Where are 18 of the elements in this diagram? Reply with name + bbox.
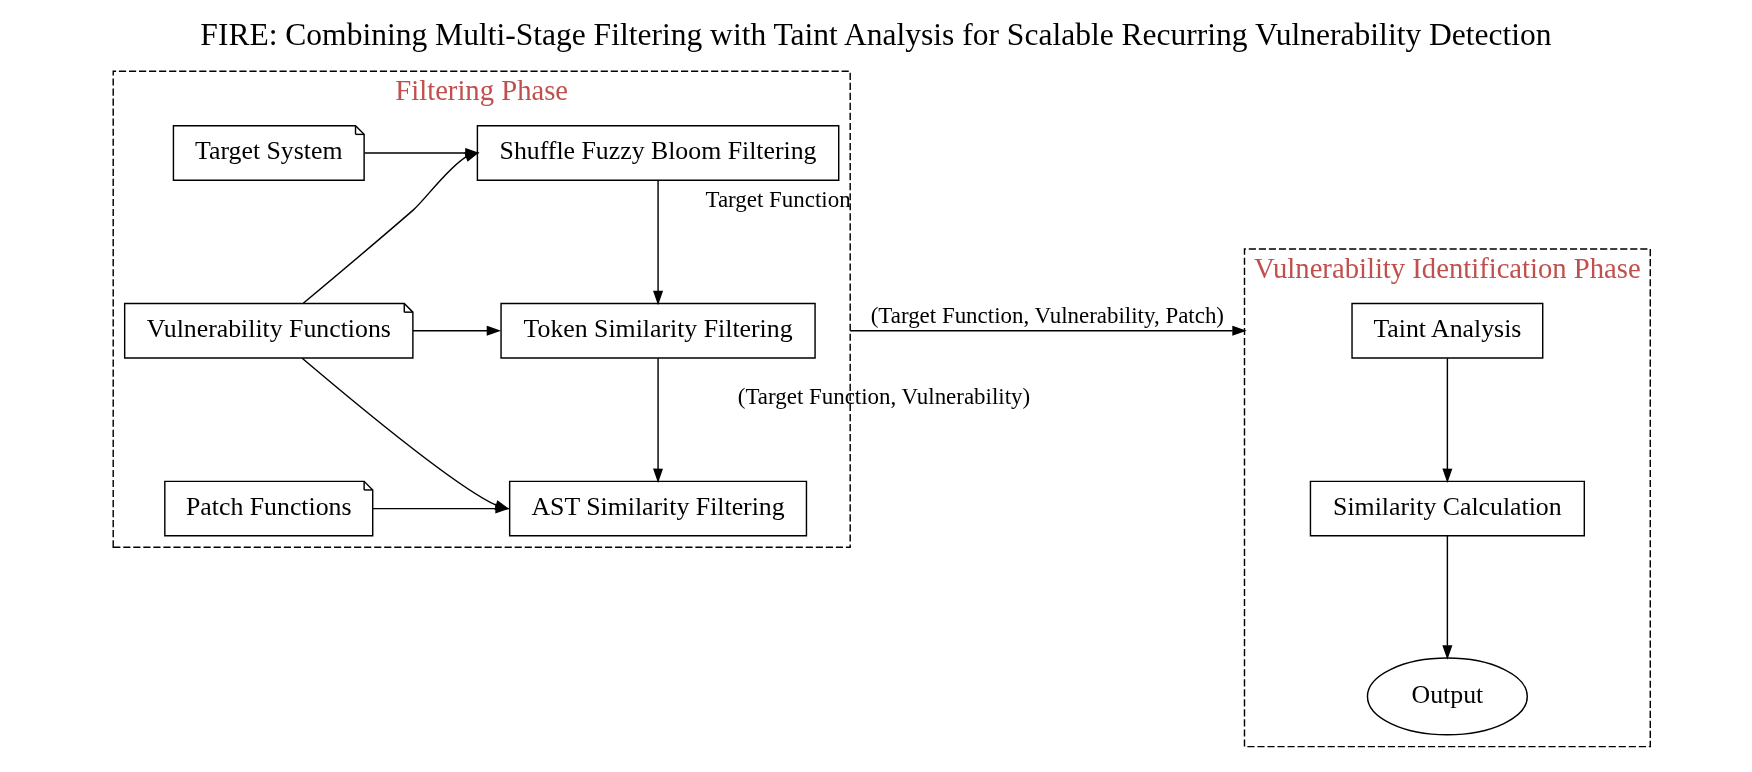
- arrow: [1442, 535, 1453, 660]
- edge-label: (Target Function, Vulnerability): [737, 383, 1031, 409]
- node-box: Similarity Calculation: [1309, 480, 1586, 537]
- arrow: [412, 325, 502, 336]
- arrow: [653, 179, 664, 306]
- diagram-title: FIRE: Combining Multi-Stage Filtering with Taint Analysis for Scalable Recurring Vulnerability Detection: [200, 16, 1552, 52]
- node-box: Token Similarity Filtering: [500, 302, 816, 359]
- node-box: Shuffle Fuzzy Bloom Filtering: [476, 125, 840, 181]
- arrow: [653, 357, 664, 483]
- arrow: [1442, 357, 1453, 483]
- node-box: Taint Analysis: [1351, 302, 1544, 359]
- edge-label: (Target Function, Vulnerability, Patch): [870, 303, 1225, 329]
- edge-label: Target Function: [705, 187, 851, 213]
- arrow: [372, 503, 510, 514]
- arrow: [302, 152, 480, 304]
- arrow: [849, 325, 1247, 336]
- node-box: AST Similarity Filtering: [508, 480, 808, 537]
- node-ellipse: Output: [1366, 657, 1528, 736]
